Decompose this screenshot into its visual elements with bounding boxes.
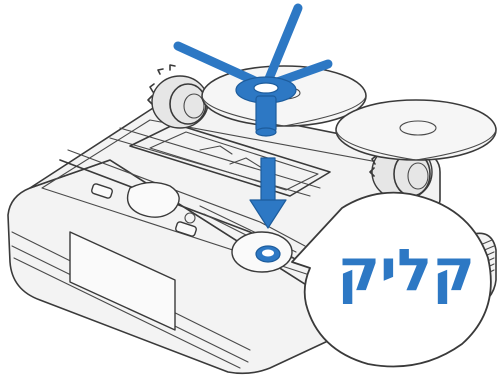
brush-socket-icon [232, 232, 292, 272]
mop-pad-right [336, 100, 496, 160]
deck-handle [128, 182, 180, 217]
callout-label: קליק [337, 236, 475, 304]
